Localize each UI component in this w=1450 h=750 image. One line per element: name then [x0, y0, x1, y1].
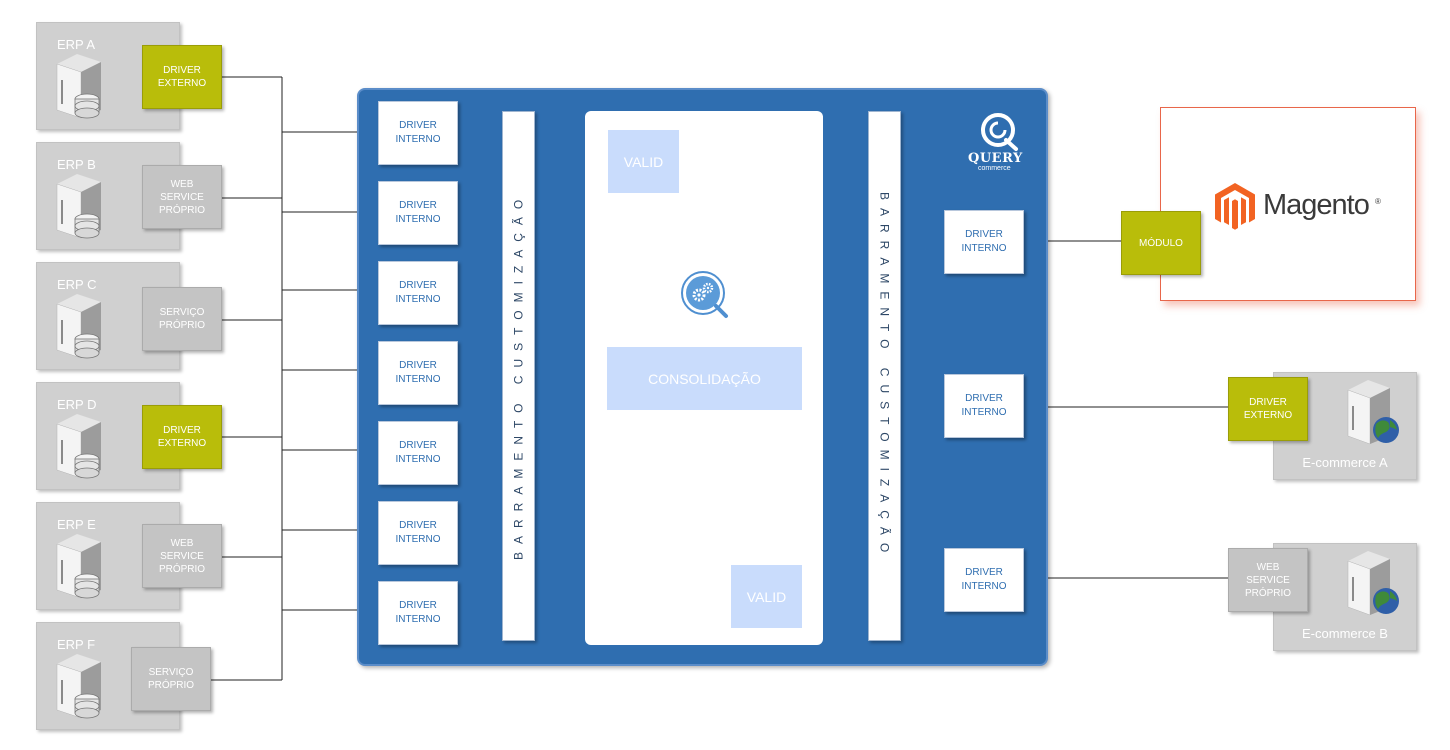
server-icon: [56, 294, 101, 359]
internal-driver-left-2: DRIVER INTERNO: [378, 181, 458, 245]
erp-d-external-driver: DRIVER EXTERNO: [142, 405, 222, 469]
server-globe-icon: [1347, 551, 1399, 616]
query-logo-icon: [981, 113, 1018, 151]
erp-connector-lines: [208, 76, 378, 681]
bus-left-label: BARRAMENTO CUSTOMIZAÇÃO: [511, 191, 526, 561]
magento-registered-mark: ®: [1375, 197, 1381, 206]
bus-right-label: BARRAMENTO CUSTOMIZAÇÃO: [877, 191, 892, 561]
erp-d-label: ERP D: [57, 397, 97, 412]
consolidation-block: CONSOLIDAÇÃO: [607, 347, 802, 410]
internal-driver-left-4: DRIVER INTERNO: [378, 341, 458, 405]
server-icon: [56, 54, 101, 119]
magento-wordmark: Magento: [1263, 189, 1370, 221]
ecommerce-a-label: E-commerce A: [1302, 455, 1388, 470]
ecommerce-b-web-service: WEB SERVICE PRÓPRIO: [1228, 548, 1308, 612]
valid-top: VALID: [608, 130, 679, 193]
server-globe-icon: [1347, 380, 1399, 445]
internal-driver-right-3: DRIVER INTERNO: [944, 548, 1024, 612]
erp-e-label: ERP E: [57, 517, 96, 532]
customization-bus-left: BARRAMENTO CUSTOMIZAÇÃO: [502, 111, 535, 641]
erp-e-web-service: WEB SERVICE PRÓPRIO: [142, 524, 222, 588]
erp-f-label: ERP F: [57, 637, 96, 652]
brand-subtitle: commerce: [978, 165, 1011, 172]
ecommerce-a-external-driver: DRIVER EXTERNO: [1228, 377, 1308, 441]
erp-c-label: ERP C: [57, 277, 97, 292]
internal-driver-left-6: DRIVER INTERNO: [378, 501, 458, 565]
erp-b-web-service: WEB SERVICE PRÓPRIO: [142, 165, 222, 229]
customization-bus-right: BARRAMENTO CUSTOMIZAÇÃO: [868, 111, 901, 641]
brand-name: QUERY: [968, 151, 1023, 166]
internal-driver-left-7: DRIVER INTERNO: [378, 581, 458, 645]
internal-driver-right-1: DRIVER INTERNO: [944, 210, 1024, 274]
internal-driver-left-5: DRIVER INTERNO: [378, 421, 458, 485]
magento-module: MÓDULO: [1121, 211, 1201, 275]
internal-driver-left-3: DRIVER INTERNO: [378, 261, 458, 325]
server-icon: [56, 174, 101, 239]
erp-a-external-driver: DRIVER EXTERNO: [142, 45, 222, 109]
ecommerce-b-label: E-commerce B: [1302, 626, 1388, 641]
internal-driver-left-1: DRIVER INTERNO: [378, 101, 458, 165]
server-icon: [56, 414, 101, 479]
magento-box: [1160, 107, 1416, 301]
erp-b-label: ERP B: [57, 157, 96, 172]
erp-f-own-service: SERVIÇO PRÓPRIO: [131, 647, 211, 711]
magento-logo-icon: [1215, 183, 1255, 230]
gears-icon: [681, 271, 728, 318]
internal-driver-right-2: DRIVER INTERNO: [944, 374, 1024, 438]
valid-bottom: VALID: [731, 565, 802, 628]
erp-a-label: ERP A: [57, 37, 96, 52]
erp-c-own-service: SERVIÇO PRÓPRIO: [142, 287, 222, 351]
server-icon: [56, 534, 101, 599]
server-icon: [56, 654, 101, 719]
